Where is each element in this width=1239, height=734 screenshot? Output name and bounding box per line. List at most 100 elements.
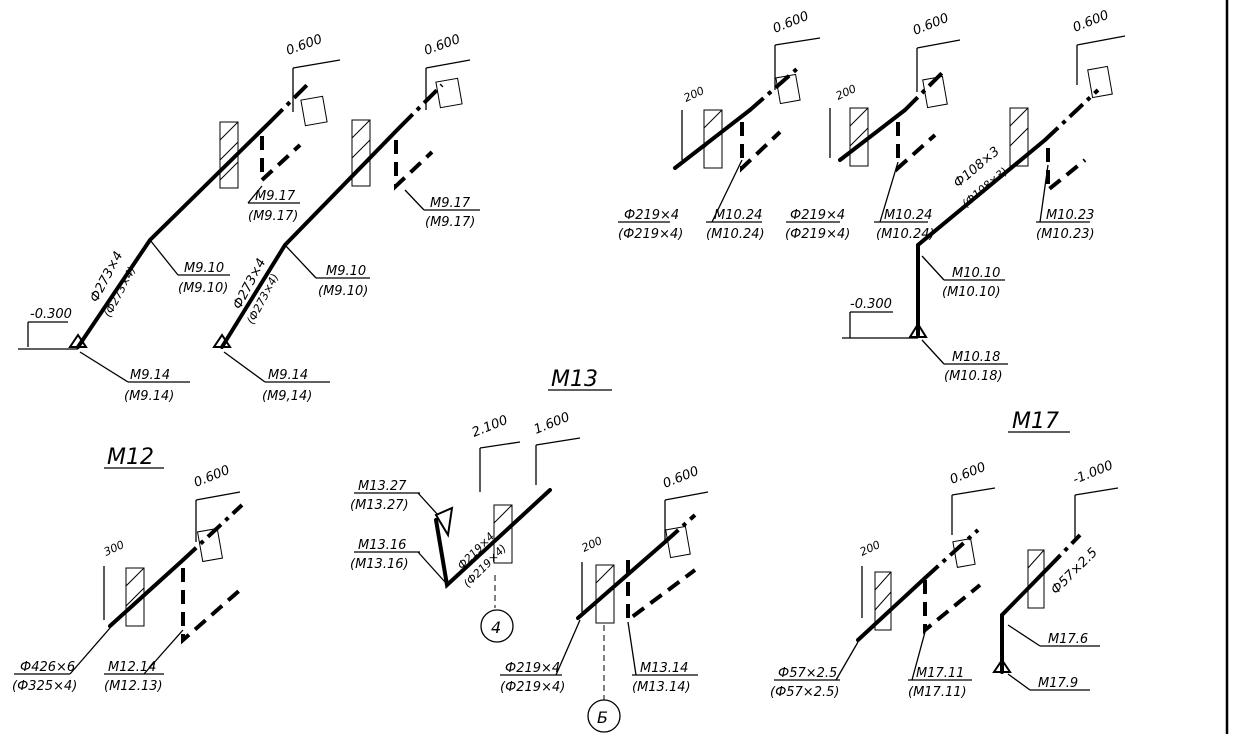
callout-label: (M10.24) bbox=[876, 227, 935, 242]
callout-label: M13.14 bbox=[640, 661, 688, 676]
callout-label: Ф57×2.5 bbox=[778, 666, 837, 681]
pipe-segment bbox=[1000, 566, 1050, 674]
group-m13: 4 2.100 1.600 M13.27 (M13.27) M13.16 (M1… bbox=[350, 410, 709, 733]
axis-marker-4 bbox=[480, 609, 514, 643]
callout-label: Ф426×6 bbox=[20, 660, 75, 675]
section-title-m12: M12 bbox=[107, 445, 154, 470]
callout-label: (M12.13) bbox=[104, 679, 163, 694]
pipe-dashdot bbox=[1046, 533, 1082, 570]
pipe-segment bbox=[434, 488, 552, 589]
pipe-dashed bbox=[394, 140, 434, 191]
wall-sleeve bbox=[1027, 549, 1045, 609]
group-m17: 0.600 200 -1.000 Ф57×2.5 Ф57×2.5 (Ф57×2.… bbox=[770, 458, 1119, 700]
callout-label: Ф219×4 bbox=[505, 661, 560, 676]
dimension-label: 200 bbox=[858, 538, 883, 559]
callout-label: M9.14 bbox=[268, 368, 308, 383]
group-m12: 0.600 300 Ф426×6 (Ф325×4) M12.14 (M12.13… bbox=[12, 463, 244, 694]
callout-label: (M17.11) bbox=[908, 685, 967, 700]
pipe-dashed bbox=[626, 560, 697, 624]
callout-label: M10.18 bbox=[952, 350, 1000, 365]
callout-label: (M13.27) bbox=[350, 498, 409, 513]
axis-marker-label: 4 bbox=[491, 618, 501, 637]
flange-box bbox=[300, 95, 328, 127]
callout-label: (Ф219×4) bbox=[785, 227, 850, 242]
elevation-label: 2.100 bbox=[470, 413, 510, 441]
callout-label: M17.11 bbox=[916, 666, 964, 681]
pipe-segment bbox=[576, 540, 667, 620]
elevation-label: 0.600 bbox=[1071, 8, 1111, 36]
section-title-m17: M17 bbox=[1012, 409, 1059, 434]
callout-label: M10.23 bbox=[1046, 208, 1094, 223]
callout-label: (Ф219×4) bbox=[500, 680, 565, 695]
callout-label: M13.16 bbox=[358, 538, 406, 553]
support-triangle bbox=[212, 333, 232, 348]
callout-label: (M13.16) bbox=[350, 557, 409, 572]
elevation-label: 1.600 bbox=[532, 410, 572, 438]
callout-label: M9.10 bbox=[326, 264, 366, 279]
callout-label: M10.10 bbox=[952, 266, 1000, 281]
pipe-dashdot bbox=[268, 80, 312, 124]
callout-label: Ф219×4 bbox=[790, 208, 845, 223]
callout-label: (M9.14) bbox=[124, 389, 174, 404]
callout-label: (M13.14) bbox=[632, 680, 691, 695]
flange-box bbox=[435, 77, 463, 109]
callout-label: Ф219×4 bbox=[624, 208, 679, 223]
support-triangle bbox=[992, 658, 1012, 673]
pipe-dashdot bbox=[923, 528, 980, 580]
flange-box bbox=[922, 75, 948, 109]
wall-sleeve bbox=[493, 504, 513, 564]
callout-label: M10.24 bbox=[714, 208, 762, 223]
flange-box bbox=[952, 538, 976, 568]
section-title-m13: M13 bbox=[551, 367, 598, 392]
callout-label: (M9.10) bbox=[318, 284, 368, 299]
callout-label: (M10.23) bbox=[1036, 227, 1095, 242]
elevation-label: 0.600 bbox=[948, 460, 988, 488]
group-m9-left: 0.600 0.600 -0.300 Ф273×4 (Ф273×4) Ф273×… bbox=[18, 32, 480, 404]
dimension-label: 200 bbox=[580, 534, 605, 555]
callout-label: M9.10 bbox=[184, 261, 224, 276]
support-triangle bbox=[908, 322, 928, 338]
callout-label: (Ф325×4) bbox=[12, 679, 77, 694]
pipe-dashed bbox=[740, 122, 782, 173]
callout-label: (M9.10) bbox=[178, 281, 228, 296]
wall-sleeve bbox=[219, 121, 239, 189]
elevation-label: 0.600 bbox=[422, 32, 462, 59]
pipe-dashed bbox=[260, 136, 302, 185]
wall-sleeve bbox=[1009, 107, 1029, 167]
group-m10: 0.600 200 0.600 200 0.600 -0.300 Ф219×4 bbox=[618, 8, 1126, 384]
callout-label: (M9.17) bbox=[425, 215, 475, 230]
callout-label: M13.27 bbox=[358, 479, 407, 494]
pipe-segment bbox=[916, 138, 1047, 337]
wall-sleeve bbox=[595, 564, 615, 624]
pipe-segment bbox=[838, 108, 907, 162]
callout-label: (M10.10) bbox=[942, 285, 1001, 300]
dimension-label: 300 bbox=[102, 538, 127, 559]
callout-label: (Ф219×4) bbox=[618, 227, 683, 242]
pipe-dashdot bbox=[663, 513, 697, 544]
pipe-dashdot bbox=[748, 66, 800, 112]
callout-label: M10.24 bbox=[884, 208, 932, 223]
dimension-label: 200 bbox=[682, 84, 707, 105]
flange-box bbox=[665, 525, 691, 559]
callout-label: (M9,14) bbox=[262, 389, 312, 404]
wall-sleeve bbox=[874, 571, 892, 631]
pipe-dashed bbox=[896, 122, 937, 173]
callout-label: (M9.17) bbox=[248, 209, 298, 224]
callout-label: M17.6 bbox=[1048, 632, 1088, 647]
flange-box bbox=[775, 73, 801, 105]
callout-label: M17.9 bbox=[1038, 676, 1078, 691]
callout-label: M12.14 bbox=[108, 660, 156, 675]
wall-sleeve bbox=[849, 107, 869, 167]
elevation-label: 0.600 bbox=[771, 9, 811, 37]
elevation-label: -0.300 bbox=[30, 307, 72, 322]
callout-label: M9.17 bbox=[430, 196, 471, 211]
pipe-dashdot bbox=[181, 503, 244, 562]
elevation-label: -0.300 bbox=[850, 297, 892, 312]
support-triangle bbox=[68, 333, 88, 348]
wall-sleeve bbox=[125, 567, 145, 627]
pipe-spec-label: Ф57×2.5 bbox=[1048, 545, 1101, 598]
reducer-symbol bbox=[434, 506, 454, 538]
callout-label: (M10.24) bbox=[706, 227, 765, 242]
axis-marker-label: Б bbox=[597, 708, 608, 727]
